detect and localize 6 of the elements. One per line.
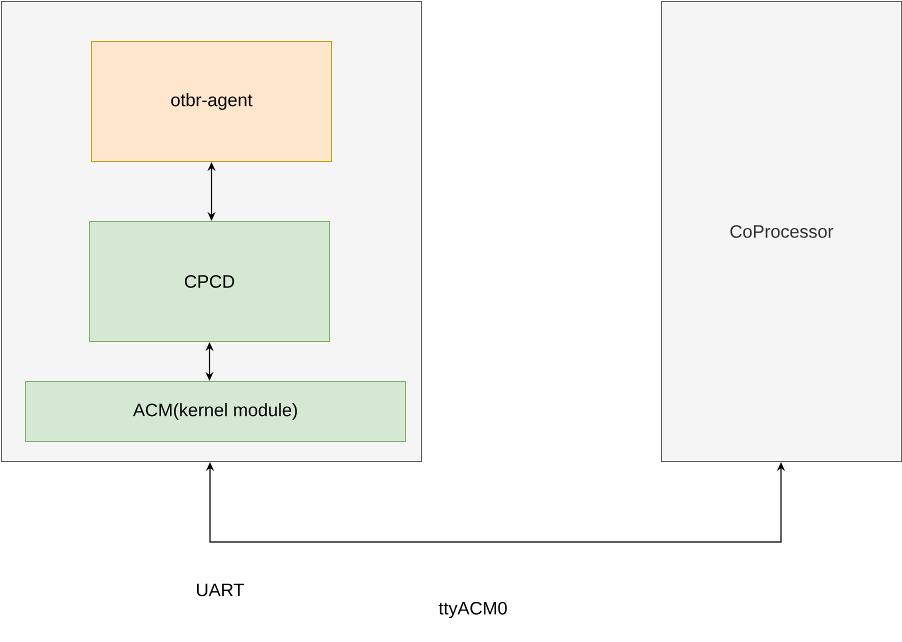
process-box: CPCD: [89, 221, 330, 342]
coprocessor-box: CoProcessor: [661, 1, 902, 462]
text-label: UART: [197, 584, 244, 596]
process-box: otbr-agent: [91, 41, 332, 162]
text-label: ttyACM0: [438, 602, 507, 618]
module-box: ACM(kernel module): [25, 381, 406, 442]
